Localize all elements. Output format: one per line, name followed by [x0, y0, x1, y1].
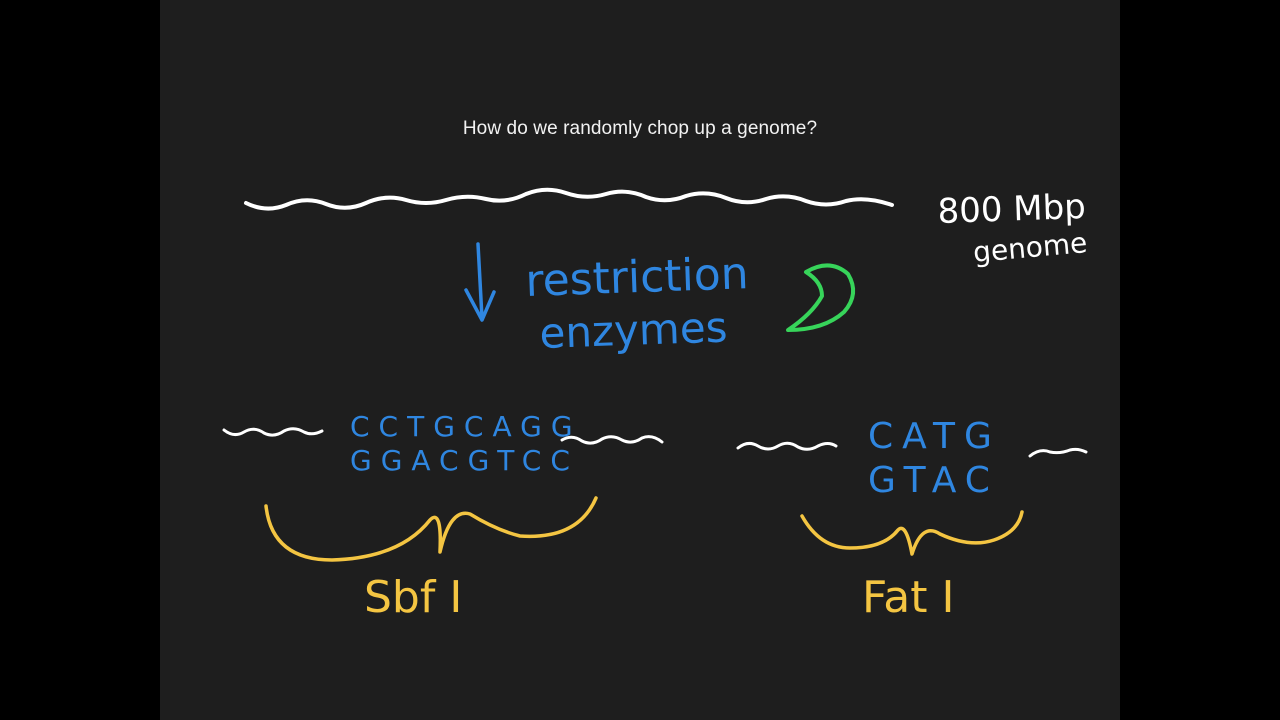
slide-title: How do we randomly chop up a genome?	[462, 118, 818, 139]
genome-label: genome	[972, 226, 1089, 269]
sbfi-top-strand: CCTGCAGG	[350, 410, 582, 443]
sbfi-right-dna	[560, 435, 664, 445]
sbfi-left-dna	[222, 427, 324, 437]
fati-bottom-strand: GTAC	[868, 460, 999, 501]
process-label-line2: enzymes	[539, 302, 729, 358]
slide-canvas: How do we randomly chop up a genome? 800…	[160, 0, 1120, 720]
sbfi-brace	[264, 496, 598, 562]
down-arrow-icon	[464, 242, 496, 322]
fati-left-dna	[736, 441, 838, 451]
fati-top-strand: CATG	[868, 416, 1001, 457]
genome-size-label: 800 Mbp	[937, 187, 1087, 232]
fati-label: Fat I	[862, 572, 954, 623]
fati-brace	[800, 510, 1024, 556]
process-label-line1: restriction	[525, 248, 750, 307]
diagram: 800 Mbp genome restriction enzymes CCTGC…	[222, 187, 1089, 623]
enzyme-icon	[786, 263, 856, 332]
genome-strand	[244, 187, 894, 211]
fati-right-dna	[1028, 447, 1088, 458]
sbfi-label: Sbf I	[364, 572, 462, 623]
sbfi-bottom-strand: GGACGTCC	[350, 444, 579, 477]
